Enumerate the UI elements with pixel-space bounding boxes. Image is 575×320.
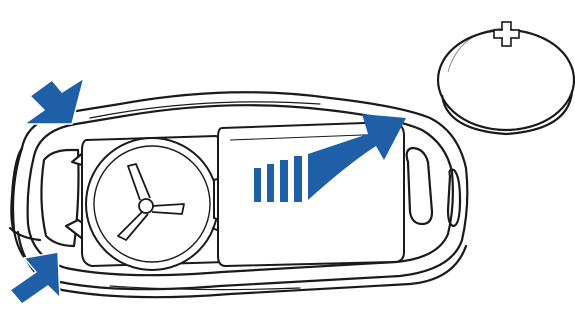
- press-arrow-bottom-icon: [10, 252, 60, 304]
- battery-compartment: [82, 136, 226, 270]
- coin-battery-icon: +: [438, 22, 574, 134]
